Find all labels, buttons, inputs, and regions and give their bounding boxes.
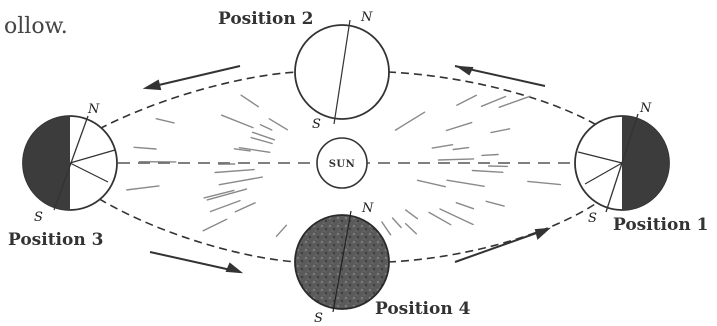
sun-ray [382,222,391,235]
arrow-top-left-icon [146,66,240,89]
sun-ray [457,95,477,105]
sun-ray [219,177,262,185]
arrow-bottom-right-icon [455,229,548,262]
sun-ray [207,189,246,200]
sun-ray [235,203,255,212]
earth-position-2: Position 2 N S [218,9,389,132]
sun-ray [491,129,510,133]
position-2-north-label: N [360,10,373,25]
sun-label: SUN [329,159,356,170]
orbit-bottom-left [88,192,297,262]
arrow-bottom-left-icon [150,252,240,272]
sun-ray [269,119,287,130]
sun-ray [127,186,159,190]
sun-ray [429,212,451,224]
position-1-label: Position 1 [613,215,708,235]
sun-ray [134,147,156,149]
position-1-south-label: S [588,211,597,226]
sun-ray [203,219,227,231]
sun-ray [241,95,258,107]
sun-ray [406,210,418,219]
earth-position-4: Position 4 N S [295,201,471,326]
sun-ray [472,171,502,173]
arrow-top-right-icon [455,66,545,86]
sun-ray [446,123,471,131]
position-3-south-label: S [34,210,43,225]
position-4-south-label: S [314,311,323,326]
sun-ray [439,159,474,160]
sun-ray [482,155,498,156]
position-1-north-label: N [639,101,652,116]
position-3-label: Position 3 [8,230,103,250]
sun-ray [215,170,254,173]
sun-ray [447,180,484,186]
sun-ray [486,201,504,206]
position-2-label: Position 2 [218,9,313,29]
orbit-top-right [388,72,608,132]
sun-ray [396,112,425,130]
sun-ray [418,180,446,186]
earth-position-1: Position 1 N S [575,101,708,235]
position-3-north-label: N [87,102,100,117]
position-4-label: Position 4 [375,299,471,319]
sun: SUN [317,138,367,188]
sun-ray [456,203,473,209]
orbit-top-left [88,72,298,135]
sun-ray [528,181,561,184]
sun-ray [453,148,468,150]
sun-ray [277,225,287,236]
sun-ray [482,97,506,107]
sun-ray [222,115,253,127]
earth-position-3: Position 3 N S [8,102,117,250]
position-2-south-label: S [312,117,321,132]
sun-ray [211,201,241,212]
sun-ray [156,119,174,123]
sun-ray [393,218,402,228]
sun-ray [261,125,272,130]
sun-ray [406,224,417,234]
sun-ray [432,145,452,148]
position-4-north-label: N [361,201,374,216]
header-fragment-text: ollow. [4,14,68,39]
